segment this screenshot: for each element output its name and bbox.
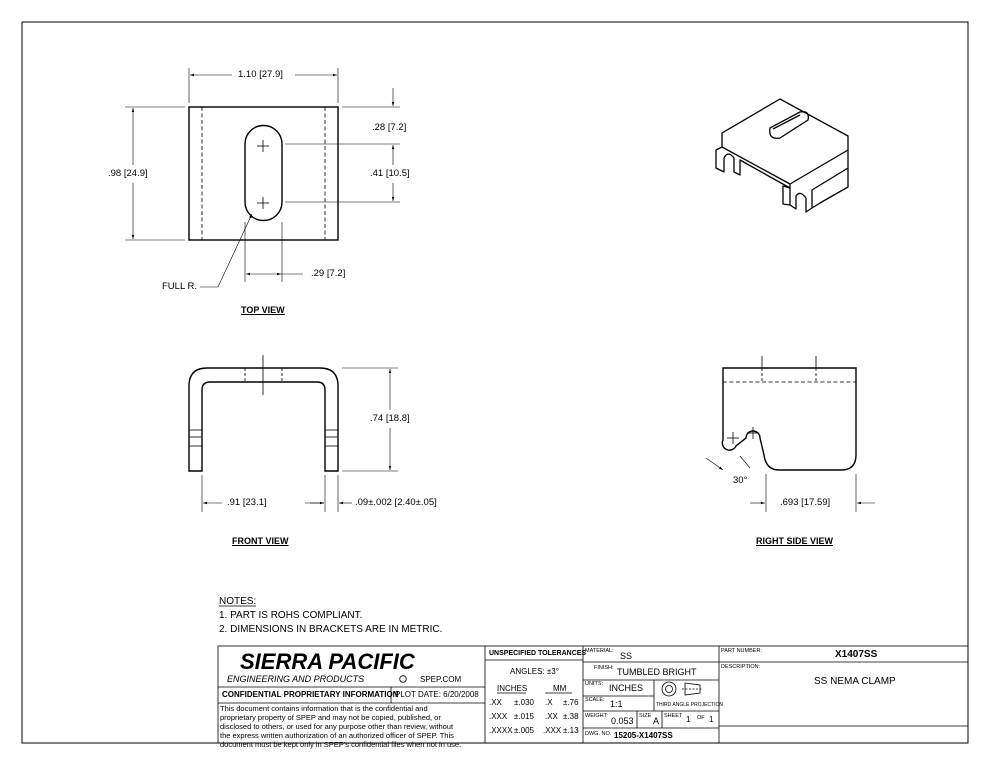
material-value: SS: [620, 651, 633, 661]
size-label: SIZE: [639, 713, 652, 719]
weight-label: WEIGHT:: [585, 713, 608, 719]
units-label: UNITS:: [585, 681, 604, 687]
right-side-view: [705, 356, 875, 512]
dwg-number: 15205-X1407SS: [614, 731, 673, 740]
dim-angle: 30°: [733, 475, 748, 486]
dim-front-height: .74 [18.8]: [370, 413, 410, 424]
dim-slot-length: .41 [10.5]: [370, 168, 410, 179]
weight-value: 0.053: [611, 716, 634, 726]
description-label: DESCRIPTION:: [721, 664, 761, 670]
size-value: A: [653, 716, 660, 726]
tol-row-1-mm-val: ±.76: [563, 698, 579, 707]
tol-row-2-in-val: ±.015: [514, 712, 534, 721]
confidential-line-5: document must be kept only in SPEP's con…: [220, 740, 462, 749]
plot-date: PLOT DATE: 6/20/2008: [395, 690, 479, 699]
tol-row-1-mm: .X: [545, 698, 553, 707]
dwg-label: DWG. NO.: [585, 731, 612, 737]
top-view: [125, 68, 400, 288]
description-value: SS NEMA CLAMP: [814, 676, 896, 687]
units-value: INCHES: [609, 683, 644, 693]
dim-full-radius: FULL R.: [162, 281, 198, 292]
dim-thickness: .09±.002 [2.40±.05]: [355, 497, 437, 508]
dim-slot-top: .28 [7.2]: [372, 122, 407, 133]
title-block: [217, 645, 969, 744]
sheet-label: SHEET: [664, 713, 683, 719]
tolerances-mm-label: MM: [553, 684, 567, 693]
company-subtitle: ENGINEERING AND PRODUCTS: [227, 674, 365, 684]
tol-row-3-in-val: ±.005: [514, 726, 534, 735]
tol-row-2-mm: .XX: [545, 712, 558, 721]
confidential-line-2: proprietary property of SPEP and may not…: [220, 713, 441, 722]
top-view-label: TOP VIEW: [241, 305, 285, 315]
dim-top-height: .98 [24.9]: [108, 168, 148, 179]
isometric-view: [715, 98, 849, 213]
part-number-label: PART NUMBER:: [721, 648, 762, 654]
tolerances-angles: ANGLES: ±3°: [510, 667, 559, 676]
front-view: [188, 355, 398, 512]
confidential-line-3: disclosed to others, or used for any pur…: [220, 722, 454, 731]
tol-row-3-in: .XXXX: [489, 726, 513, 735]
confidential-line-1: This document contains information that …: [220, 704, 428, 713]
dim-top-width: 1.10 [27.9]: [238, 69, 283, 80]
confidential-heading: CONFIDENTIAL PROPRIETARY INFORMATION: [222, 690, 399, 699]
tol-row-1-in-val: ±.030: [514, 698, 534, 707]
tol-row-1-in: .XX: [489, 698, 502, 707]
right-view-label: RIGHT SIDE VIEW: [756, 536, 834, 546]
tolerances-heading: UNSPECIFIED TOLERANCES: [489, 650, 587, 657]
company-name: SIERRA PACIFIC: [240, 649, 415, 674]
sheet-border: [21, 21, 969, 744]
finish-label: FINISH:: [594, 665, 614, 671]
scale-label: SCALE:: [585, 697, 605, 703]
tol-row-3-mm-val: ±.13: [563, 726, 579, 735]
scale-value: 1:1: [610, 699, 623, 709]
projection-label: THIRD ANGLE PROJECTION: [656, 702, 723, 708]
of-label: OF: [697, 715, 705, 721]
dim-side-depth: .693 [17.59]: [780, 497, 831, 508]
note-2: 2. DIMENSIONS IN BRACKETS ARE IN METRIC.: [219, 624, 443, 635]
material-label: MATERIAL:: [585, 648, 614, 654]
finish-value: TUMBLED BRIGHT: [617, 667, 697, 677]
dim-front-inner: .91 [23.1]: [227, 497, 267, 508]
tol-row-2-mm-val: ±.38: [563, 712, 579, 721]
dim-slot-width: .29 [7.2]: [311, 268, 346, 279]
sheet-total: 1: [709, 715, 714, 724]
sheet-value: 1: [686, 715, 691, 724]
part-number-value: X1407SS: [835, 649, 878, 660]
company-website: SPEP.COM: [420, 675, 462, 684]
note-1: 1. PART IS ROHS COMPLIANT.: [219, 610, 363, 621]
tol-row-3-mm: .XXX: [543, 726, 562, 735]
confidential-line-4: the express written authorization of an …: [220, 731, 454, 740]
notes-heading: NOTES:: [219, 596, 257, 607]
tolerances-inches-label: INCHES: [497, 684, 528, 693]
tol-row-2-in: .XXX: [489, 712, 508, 721]
front-view-label: FRONT VIEW: [232, 536, 289, 546]
